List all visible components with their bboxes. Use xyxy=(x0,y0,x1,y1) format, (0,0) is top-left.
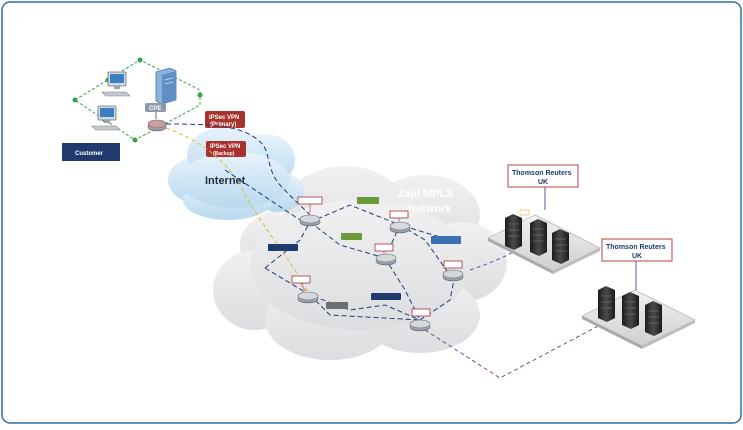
node-tag-blue-1 xyxy=(431,236,461,244)
vpn-primary-line2: (Primary) xyxy=(210,122,236,128)
vpn-backup-line2: (Backup) xyxy=(213,151,235,157)
p-router-icon xyxy=(375,253,397,266)
node-tag-pe-1 xyxy=(297,196,323,213)
datacenter-2-location: UK xyxy=(632,253,642,260)
customer-label: Customer xyxy=(75,151,104,157)
node-tag-pe-3 xyxy=(411,308,431,317)
p-router-icon xyxy=(389,221,411,234)
node-tag-pe-2 xyxy=(291,275,311,292)
node-tag-p-1 xyxy=(389,210,409,222)
datacenter-2-label-box xyxy=(601,238,673,262)
datacenter-2: Thomson Reuters UK xyxy=(581,238,696,349)
datacenter-2-name: Thomson Reuters xyxy=(606,244,666,251)
node-tag-p-2 xyxy=(374,243,394,254)
server-rack-icon xyxy=(552,229,569,264)
node-tag-p-3 xyxy=(443,260,463,269)
vpn-backup-line1: IPSec VPN xyxy=(210,144,240,150)
server-tower-icon xyxy=(155,67,177,105)
cpe-router-icon xyxy=(147,119,167,132)
node-tag-navy-1 xyxy=(268,244,298,251)
p-router-icon xyxy=(442,269,464,282)
cpe-tag xyxy=(145,103,166,112)
node-tag-grey-1 xyxy=(326,302,348,309)
pe-router-icon xyxy=(299,214,321,227)
datacenter-1: Thomson Reuters UK xyxy=(487,164,601,274)
node-tag-green-1 xyxy=(357,197,379,204)
server-rack-icon xyxy=(530,219,547,256)
mpls-label-line1: Zajil MPLS xyxy=(398,188,454,200)
desktop-pc-icon xyxy=(91,105,121,131)
link-to-dc2 xyxy=(424,324,601,379)
vpn-primary-line1: IPSec VPN xyxy=(209,115,239,121)
vpn-primary-path xyxy=(165,123,311,216)
node-tag-green-2 xyxy=(341,233,362,240)
node-tag-navy-2 xyxy=(371,293,401,300)
server-rack-icon xyxy=(645,301,662,336)
server-rack-icon xyxy=(598,286,615,322)
customer-box xyxy=(62,143,120,161)
vpn-primary-tag xyxy=(205,111,245,128)
vpn-backup-tag xyxy=(206,141,246,157)
server-rack-icon xyxy=(622,292,639,329)
server-rack-icon xyxy=(505,214,522,250)
cpe-label: CPE xyxy=(149,106,161,112)
datacenter-1-label-box xyxy=(507,164,579,188)
internet-label: Internet xyxy=(205,175,246,187)
pe-router-icon xyxy=(297,291,319,304)
datacenter-1-location: UK xyxy=(538,179,548,186)
internet-to-pe-link xyxy=(224,169,301,221)
vpn-backup-path xyxy=(165,127,311,296)
desktop-pc-icon xyxy=(101,71,131,97)
datacenter-1-name: Thomson Reuters xyxy=(512,170,572,177)
mpls-label-line2: Network xyxy=(408,203,452,215)
pe-router-icon xyxy=(409,319,431,332)
